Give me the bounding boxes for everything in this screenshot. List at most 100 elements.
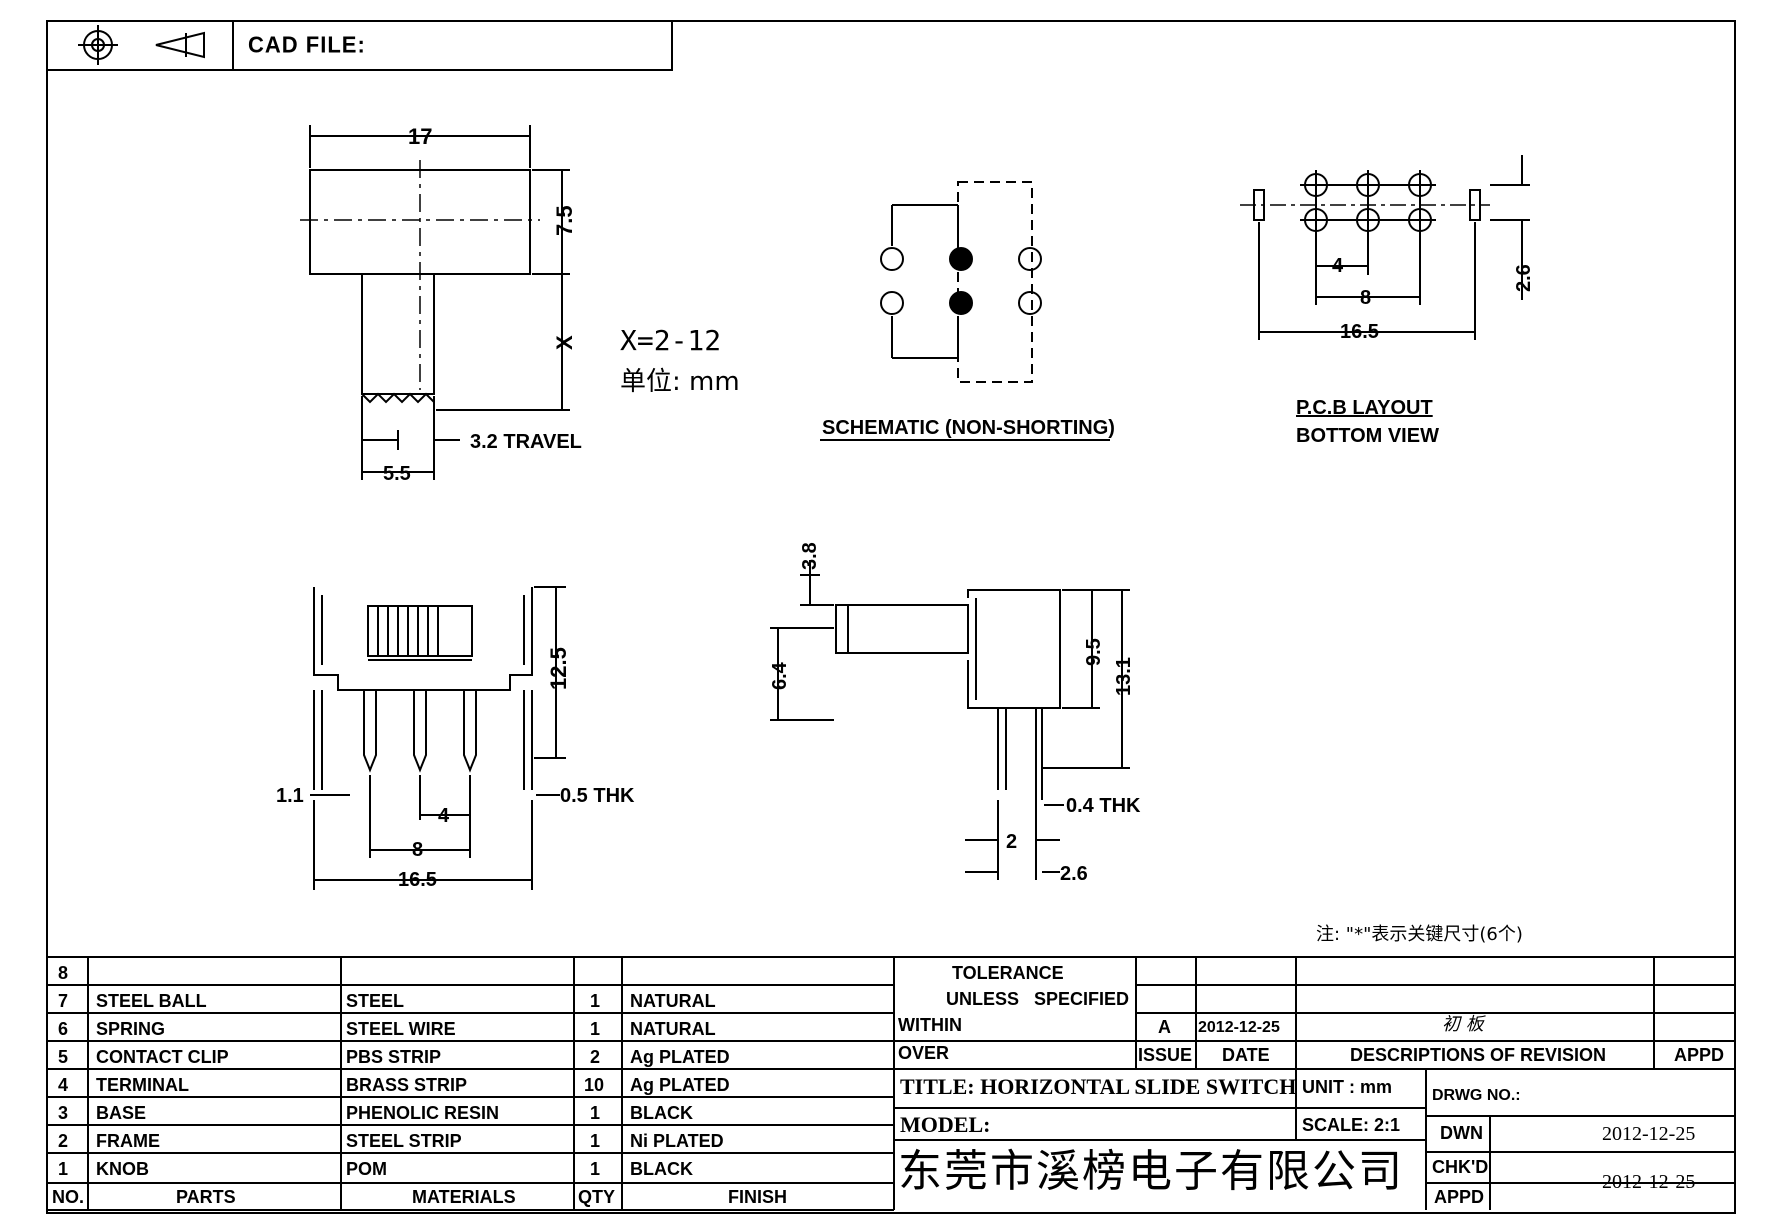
bom-row-2-finish: Ni PLATED xyxy=(630,1131,724,1151)
schematic-label: SCHEMATIC (NON-SHORTING) xyxy=(822,417,1115,439)
note-cn: 注: "*"表示关键尺寸(6个) xyxy=(1316,924,1523,945)
header-box xyxy=(46,20,673,71)
side-body: 9.5 xyxy=(1083,638,1105,666)
bom-row-4-no: 4 xyxy=(58,1075,69,1095)
revision-label: DESCRIPTIONS OF REVISION xyxy=(1350,1045,1607,1065)
bom-row-7-material: STEEL xyxy=(346,991,405,1011)
bom-row-3-finish: BLACK xyxy=(630,1103,693,1123)
side-thk: 0.4 THK xyxy=(1066,795,1141,817)
dwn-date: 2012-12-25 xyxy=(1602,1123,1696,1145)
chk-date: 2012-12-25 xyxy=(1602,1171,1696,1193)
unit-label: UNIT : mm xyxy=(1302,1077,1392,1097)
unit-cn: 单位: mm xyxy=(620,367,740,397)
dim-top-width: 17 xyxy=(408,124,432,149)
bom-row-7-no: 7 xyxy=(58,991,69,1011)
bom-row-6-qty: 1 xyxy=(590,1019,601,1039)
schematic-common-pin-top xyxy=(949,247,973,271)
projection-symbol-icon xyxy=(78,25,205,65)
issue-date: 2012-12-25 xyxy=(1198,1019,1280,1036)
bom-row-1-no: 1 xyxy=(58,1159,69,1179)
dwn-label: DWN xyxy=(1440,1123,1483,1143)
dim-stem-length: X xyxy=(552,335,577,350)
tolerance-unless: UNLESS SPECIFIED xyxy=(946,989,1130,1009)
bom-row-6-part: SPRING xyxy=(96,1019,166,1039)
top-view xyxy=(300,125,570,480)
dim-top-height: 7.5 xyxy=(552,205,577,236)
revision-cn: 初 板 xyxy=(1442,1014,1484,1035)
bom-row-2-qty: 1 xyxy=(590,1131,601,1151)
dim-stem-width: 5.5 xyxy=(383,463,411,485)
bom-row-1-material: POM xyxy=(346,1159,388,1179)
title-block-grid xyxy=(46,956,1736,1211)
over-label: OVER xyxy=(898,1043,950,1063)
bom-row-3-material: PHENOLIC RESIN xyxy=(346,1103,500,1123)
drawing-frame xyxy=(46,20,1736,1214)
bom-row-7-part: STEEL BALL xyxy=(96,991,207,1011)
side-offset: 2.6 xyxy=(1060,863,1088,885)
bom-row-5-part: CONTACT CLIP xyxy=(96,1047,229,1067)
bom-row-4-qty: 10 xyxy=(584,1075,605,1095)
pcb-row: 2.6 xyxy=(1513,264,1535,292)
side-total: 13.1 xyxy=(1113,657,1135,696)
bom-row-6-no: 6 xyxy=(58,1019,69,1039)
schematic xyxy=(820,181,1110,441)
bom-row-1-finish: BLACK xyxy=(630,1159,693,1179)
side-knob-top: 3.8 xyxy=(799,542,821,570)
front-view xyxy=(310,586,566,890)
bom-row-3-no: 3 xyxy=(58,1103,69,1123)
model-label: MODEL: xyxy=(900,1112,991,1137)
bom-row-5-finish: Ag PLATED xyxy=(630,1047,730,1067)
side-knob-h: 6.4 xyxy=(769,661,791,690)
header-divider xyxy=(232,20,234,71)
cad-file-label: CAD FILE: xyxy=(248,31,366,58)
bom-row-4-finish: Ag PLATED xyxy=(630,1075,730,1095)
pcb-title-2: BOTTOM VIEW xyxy=(1296,425,1439,447)
side-pin: 2 xyxy=(1006,831,1017,853)
issue-label: ISSUE xyxy=(1138,1045,1193,1065)
issue-value: A xyxy=(1158,1017,1171,1037)
x-range: X=2-12 xyxy=(620,324,721,357)
front-width: 16.5 xyxy=(398,869,437,891)
bom-header-qty: QTY xyxy=(578,1187,616,1207)
company-name: 东莞市溪榜电子有限公司 xyxy=(898,1146,1404,1197)
bom-row-3-part: BASE xyxy=(96,1103,147,1123)
bom-row-2-no: 2 xyxy=(58,1131,69,1151)
pcb-width: 16.5 xyxy=(1340,321,1379,343)
bom-row-7-qty: 1 xyxy=(590,991,601,1011)
appd-label: APPD xyxy=(1674,1045,1725,1065)
front-pitch-8: 8 xyxy=(412,839,423,861)
front-height: 12.5 xyxy=(546,647,571,690)
bom-row-7-finish: NATURAL xyxy=(630,991,716,1011)
bom-row-1-part: KNOB xyxy=(96,1159,149,1179)
bom-row-5-no: 5 xyxy=(58,1047,69,1067)
drwg-no-label: DRWG NO.: xyxy=(1432,1087,1521,1104)
bom-header-no: NO. xyxy=(52,1187,85,1207)
date-label: DATE xyxy=(1222,1045,1270,1065)
bom-row-5-material: PBS STRIP xyxy=(346,1047,442,1067)
front-pitch-4: 4 xyxy=(438,805,450,827)
bom-row-5-qty: 2 xyxy=(590,1047,601,1067)
bom-row-1-qty: 1 xyxy=(590,1159,601,1179)
dim-travel: 3.2 TRAVEL xyxy=(470,431,582,453)
bom-row-3-qty: 1 xyxy=(590,1103,601,1123)
scale-label: SCALE: 2:1 xyxy=(1302,1115,1401,1135)
pcb-title-1: P.C.B LAYOUT xyxy=(1296,397,1433,419)
front-thk: 0.5 THK xyxy=(560,785,635,807)
schematic-common-pin-bottom xyxy=(949,291,973,315)
side-view xyxy=(770,560,1130,880)
bom-header-materials: MATERIALS xyxy=(412,1187,516,1207)
within-label: WITHIN xyxy=(898,1015,962,1035)
chkd-label: CHK'D xyxy=(1432,1157,1489,1177)
pcb-pitch-8: 8 xyxy=(1360,287,1371,309)
appd-sign-label: APPD xyxy=(1434,1187,1485,1207)
bom-row-8-no: 8 xyxy=(58,963,69,983)
bom-header-parts: PARTS xyxy=(176,1187,236,1207)
bom-row-6-finish: NATURAL xyxy=(630,1019,716,1039)
bom-row-4-material: BRASS STRIP xyxy=(346,1075,468,1095)
front-edge: 1.1 xyxy=(276,785,304,807)
pcb-layout xyxy=(1240,155,1530,340)
bom-row-4-part: TERMINAL xyxy=(96,1075,189,1095)
bom-row-2-part: FRAME xyxy=(96,1131,160,1151)
pcb-pitch-4: 4 xyxy=(1332,255,1344,277)
